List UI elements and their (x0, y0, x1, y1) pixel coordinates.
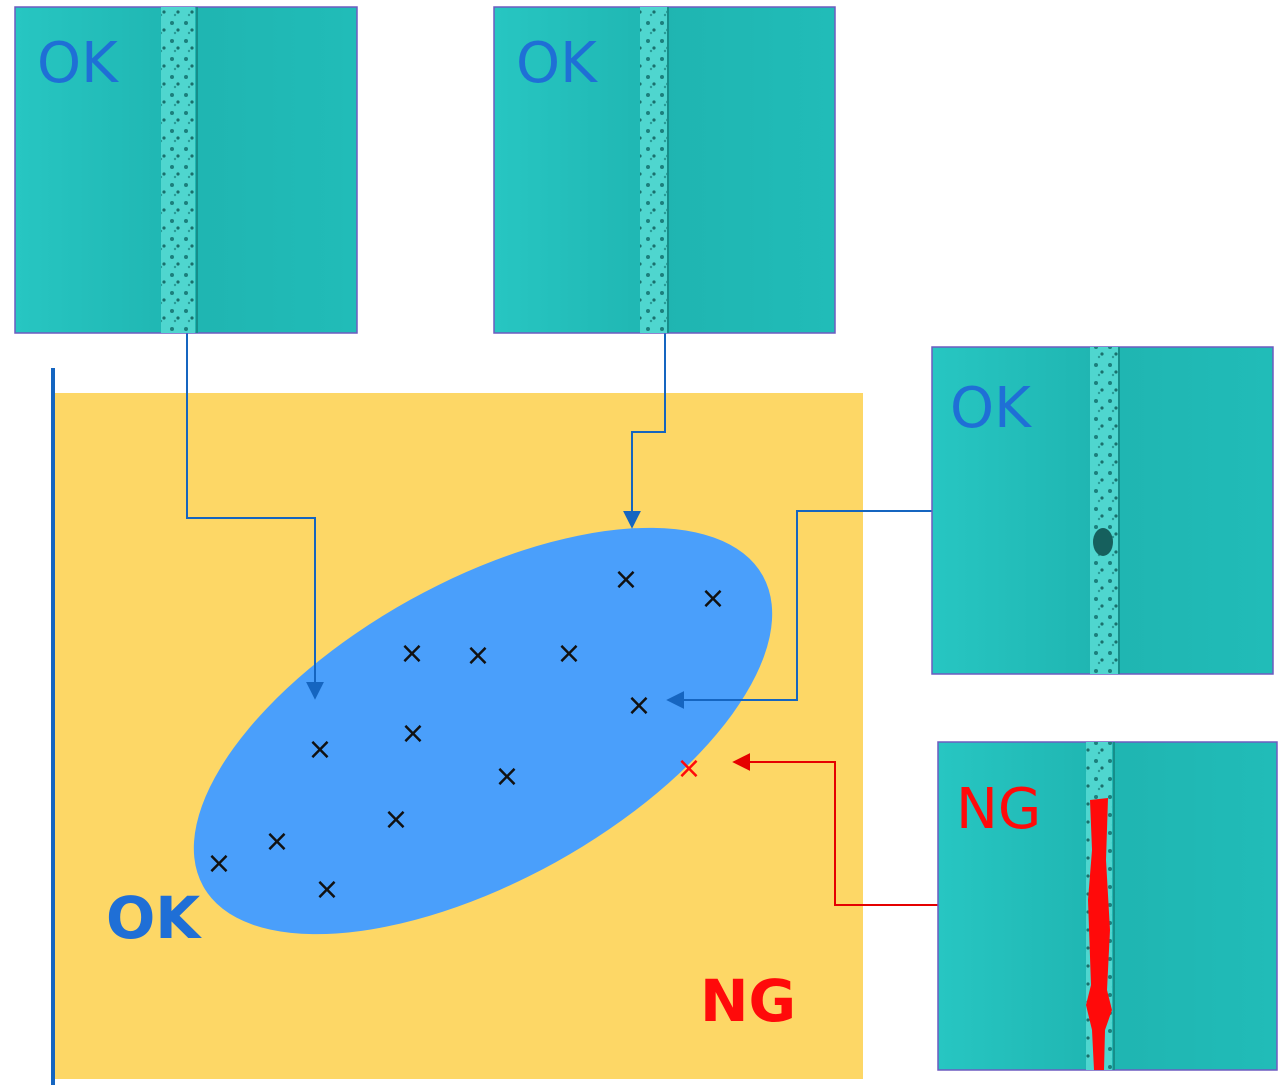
ok-sample-marker: × (264, 824, 289, 859)
ok-sample-marker: × (613, 562, 638, 597)
image-1-label: OK (37, 31, 119, 96)
ok-sample-marker: × (314, 872, 339, 907)
weld-image-1: OK (14, 6, 358, 334)
arrow-image1-to-point (186, 333, 324, 700)
arrow-image3-to-point (666, 510, 933, 709)
ok-sample-marker: × (626, 688, 651, 723)
ok-region-ellipse (193, 527, 773, 935)
image-3-label: OK (950, 376, 1032, 441)
ng-region-label: NG (700, 967, 796, 1035)
ng-sample-marker: × (676, 751, 701, 786)
arrow-image2-to-point (623, 333, 666, 529)
ok-sample-marker: × (556, 636, 581, 671)
ok-sample-marker: × (465, 638, 490, 673)
defect-highlight (1086, 798, 1112, 1070)
sample-markers: × × × × × × × × × × × × × × (206, 562, 725, 907)
ok-region-label: OK (106, 884, 202, 952)
ok-sample-marker: × (206, 846, 231, 881)
ok-sample-marker: × (700, 581, 725, 616)
arrow-image4-to-point (732, 753, 938, 906)
ok-sample-marker: × (307, 732, 332, 767)
ok-sample-marker: × (383, 802, 408, 837)
weld-image-3: OK (931, 346, 1274, 675)
weld-image-4: NG (937, 741, 1278, 1071)
image-4-label: NG (956, 777, 1041, 842)
ok-sample-marker: × (494, 759, 519, 794)
ok-sample-marker: × (400, 716, 425, 751)
weld-image-2: OK (493, 6, 836, 334)
ok-sample-marker: × (399, 636, 424, 671)
image-2-label: OK (516, 31, 598, 96)
